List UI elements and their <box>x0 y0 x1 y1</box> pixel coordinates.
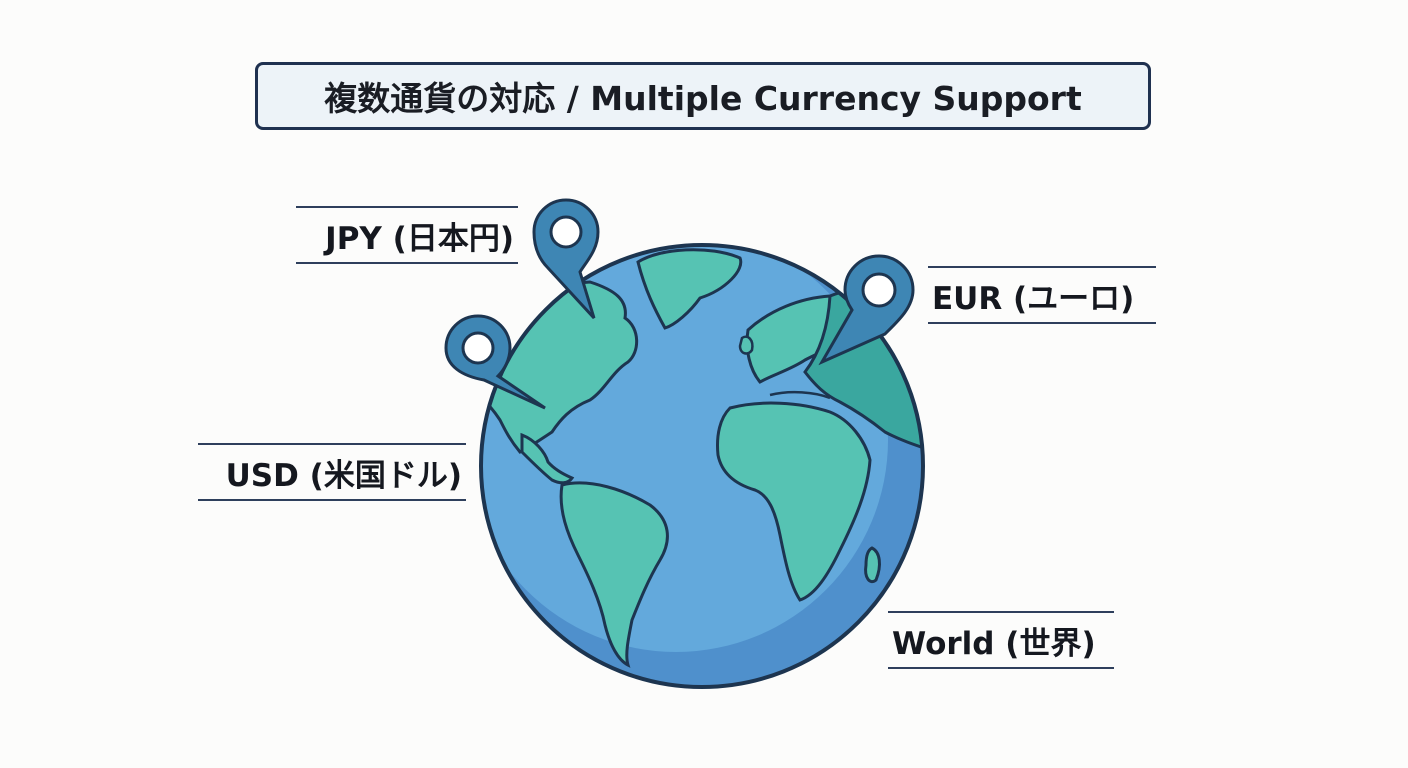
map-pin-icon <box>532 198 600 320</box>
label-eur: EUR (ユーロ) <box>928 266 1156 324</box>
label-world: World (世界) <box>888 611 1114 669</box>
label-jpy-text: JPY (日本円) <box>325 220 514 257</box>
british-isles <box>738 335 754 355</box>
label-usd: USD (米国ドル) <box>198 443 466 501</box>
map-pin-icon <box>818 254 915 366</box>
globe-outline <box>479 243 925 689</box>
madagascar <box>864 546 881 584</box>
africa <box>716 401 872 602</box>
greenland <box>636 248 743 330</box>
south-america <box>559 481 669 668</box>
mediterranean <box>769 390 831 400</box>
map-pin-icon <box>444 314 546 410</box>
central-america <box>520 432 575 485</box>
label-usd-text: USD (米国ドル) <box>225 457 462 494</box>
label-world-text: World (世界) <box>892 625 1096 662</box>
label-eur-text: EUR (ユーロ) <box>932 280 1135 317</box>
label-jpy: JPY (日本円) <box>296 206 518 264</box>
page-title: 複数通貨の対応 / Multiple Currency Support <box>324 79 1082 118</box>
title-box: 複数通貨の対応 / Multiple Currency Support <box>255 62 1151 130</box>
